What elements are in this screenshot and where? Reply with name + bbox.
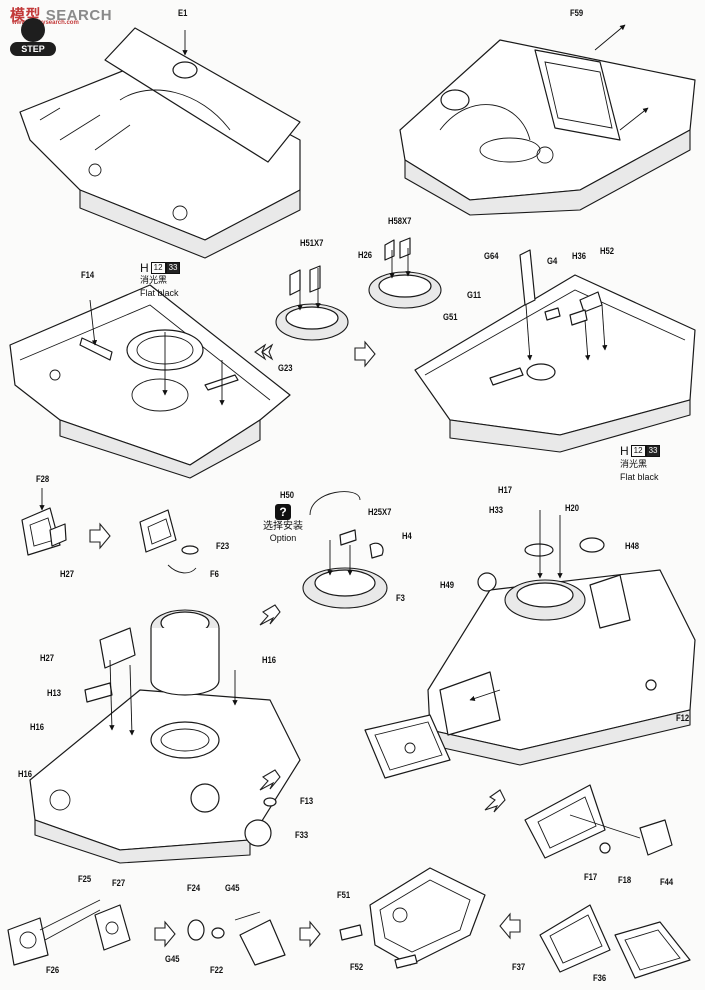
hatch-f44	[524, 784, 673, 859]
hull-middle-right	[414, 249, 696, 453]
watermark-logo: 模型 SEARCH	[10, 4, 112, 25]
part-F23: F23	[216, 541, 230, 551]
bottom-f25	[7, 899, 131, 966]
paint-cn-2: 消光黑	[620, 460, 648, 470]
step-word: STEP	[10, 42, 56, 56]
part-H4: H4	[402, 531, 412, 541]
paint-callout-1: H 12 33	[140, 261, 181, 275]
part-F24: F24	[187, 883, 201, 893]
question-icon: ?	[275, 504, 291, 520]
part-H27: H27	[60, 569, 75, 579]
part-H16b: H16	[30, 722, 45, 732]
part-H49: H49	[440, 580, 455, 590]
part-F36: F36	[593, 973, 607, 983]
part-H13: H13	[47, 688, 62, 698]
option-en: Option	[269, 533, 297, 543]
part-F44: F44	[660, 877, 674, 887]
hull-top-right	[399, 24, 696, 216]
part-F33: F33	[295, 830, 309, 840]
hatch-f23	[139, 509, 199, 574]
part-H33: H33	[489, 505, 504, 515]
flow-arrow	[89, 522, 111, 550]
part-H26: H26	[358, 250, 373, 260]
paint-code-1b: 12	[630, 445, 646, 457]
turret-right	[427, 510, 696, 766]
part-H50: H50	[280, 490, 295, 500]
part-G11: G11	[467, 290, 482, 300]
flow-arrow-2	[484, 789, 506, 813]
part-F59: F59	[570, 8, 584, 18]
flow-chevron-4	[354, 340, 376, 368]
part-F28: F28	[36, 474, 50, 484]
ring-h58	[368, 237, 442, 309]
watermark-url: www.hobbysearch.com	[12, 20, 79, 26]
bottom-f51	[339, 867, 486, 969]
paint-code-1: 12	[150, 262, 166, 274]
flow-chevron	[254, 343, 274, 361]
paint-code-2: 33	[165, 262, 181, 274]
part-G51: G51	[443, 312, 458, 322]
turret-left	[29, 609, 301, 864]
part-F14: F14	[81, 270, 95, 280]
part-H16a: H16	[262, 655, 277, 665]
hull-middle-left	[9, 284, 291, 479]
watermark-text: SEARCH	[45, 7, 113, 24]
part-G45a: G45	[225, 883, 240, 893]
paint-callout-2: H 12 33	[620, 444, 661, 458]
paint-cn-1: 消光黑	[140, 276, 168, 286]
part-F3: F3	[396, 593, 405, 603]
part-G4: G4	[547, 256, 558, 266]
flow-arrow-4	[299, 920, 321, 948]
part-F37: F37	[512, 962, 526, 972]
option-callout: ? 选择安装 Option	[253, 503, 313, 544]
part-F25: F25	[78, 874, 92, 884]
part-H27b: H27	[40, 653, 55, 663]
part-F17: F17	[584, 872, 598, 882]
part-H16c: H16	[18, 769, 33, 779]
part-F22: F22	[210, 965, 224, 975]
paint-code-2b: 33	[645, 445, 661, 457]
hatch-f28	[21, 488, 67, 556]
paint-en-1: Flat black	[140, 288, 179, 298]
part-F27: F27	[112, 878, 126, 888]
paint-prefix-2: H	[620, 444, 629, 458]
flow-chevron-3	[259, 769, 281, 791]
part-H17: H17	[498, 485, 513, 495]
part-F6: F6	[210, 569, 219, 579]
paint-en-2: Flat black	[620, 472, 659, 482]
ring-h51	[275, 265, 349, 341]
part-F52: F52	[350, 962, 364, 972]
part-G23: G23	[278, 363, 293, 373]
step-number	[21, 18, 45, 42]
part-G45b: G45	[165, 954, 180, 964]
ring-f3	[302, 491, 388, 609]
step-badge: STEP	[8, 18, 58, 58]
part-H36: H36	[572, 251, 587, 261]
part-H51X7: H51X7	[300, 238, 324, 248]
option-cn: 选择安装	[263, 521, 303, 532]
flow-arrow-5	[499, 912, 521, 940]
part-F12: F12	[676, 713, 690, 723]
hull-top-left	[19, 27, 301, 259]
paint-prefix: H	[140, 261, 149, 275]
part-H48: H48	[625, 541, 640, 551]
bottom-f24	[187, 911, 286, 966]
part-F51: F51	[337, 890, 351, 900]
part-H20: H20	[565, 503, 580, 513]
part-F18: F18	[618, 875, 632, 885]
part-H25X7: H25X7	[368, 507, 392, 517]
mantlet-part	[364, 714, 451, 779]
part-G64: G64	[484, 251, 499, 261]
part-H58X7: H58X7	[388, 216, 412, 226]
part-H52: H52	[600, 246, 615, 256]
part-E1: E1	[178, 8, 188, 18]
flow-arrow-3	[154, 920, 176, 948]
bottom-f36	[539, 904, 691, 979]
part-F26: F26	[46, 965, 60, 975]
part-F13: F13	[300, 796, 314, 806]
flow-chevron-2	[259, 604, 281, 626]
